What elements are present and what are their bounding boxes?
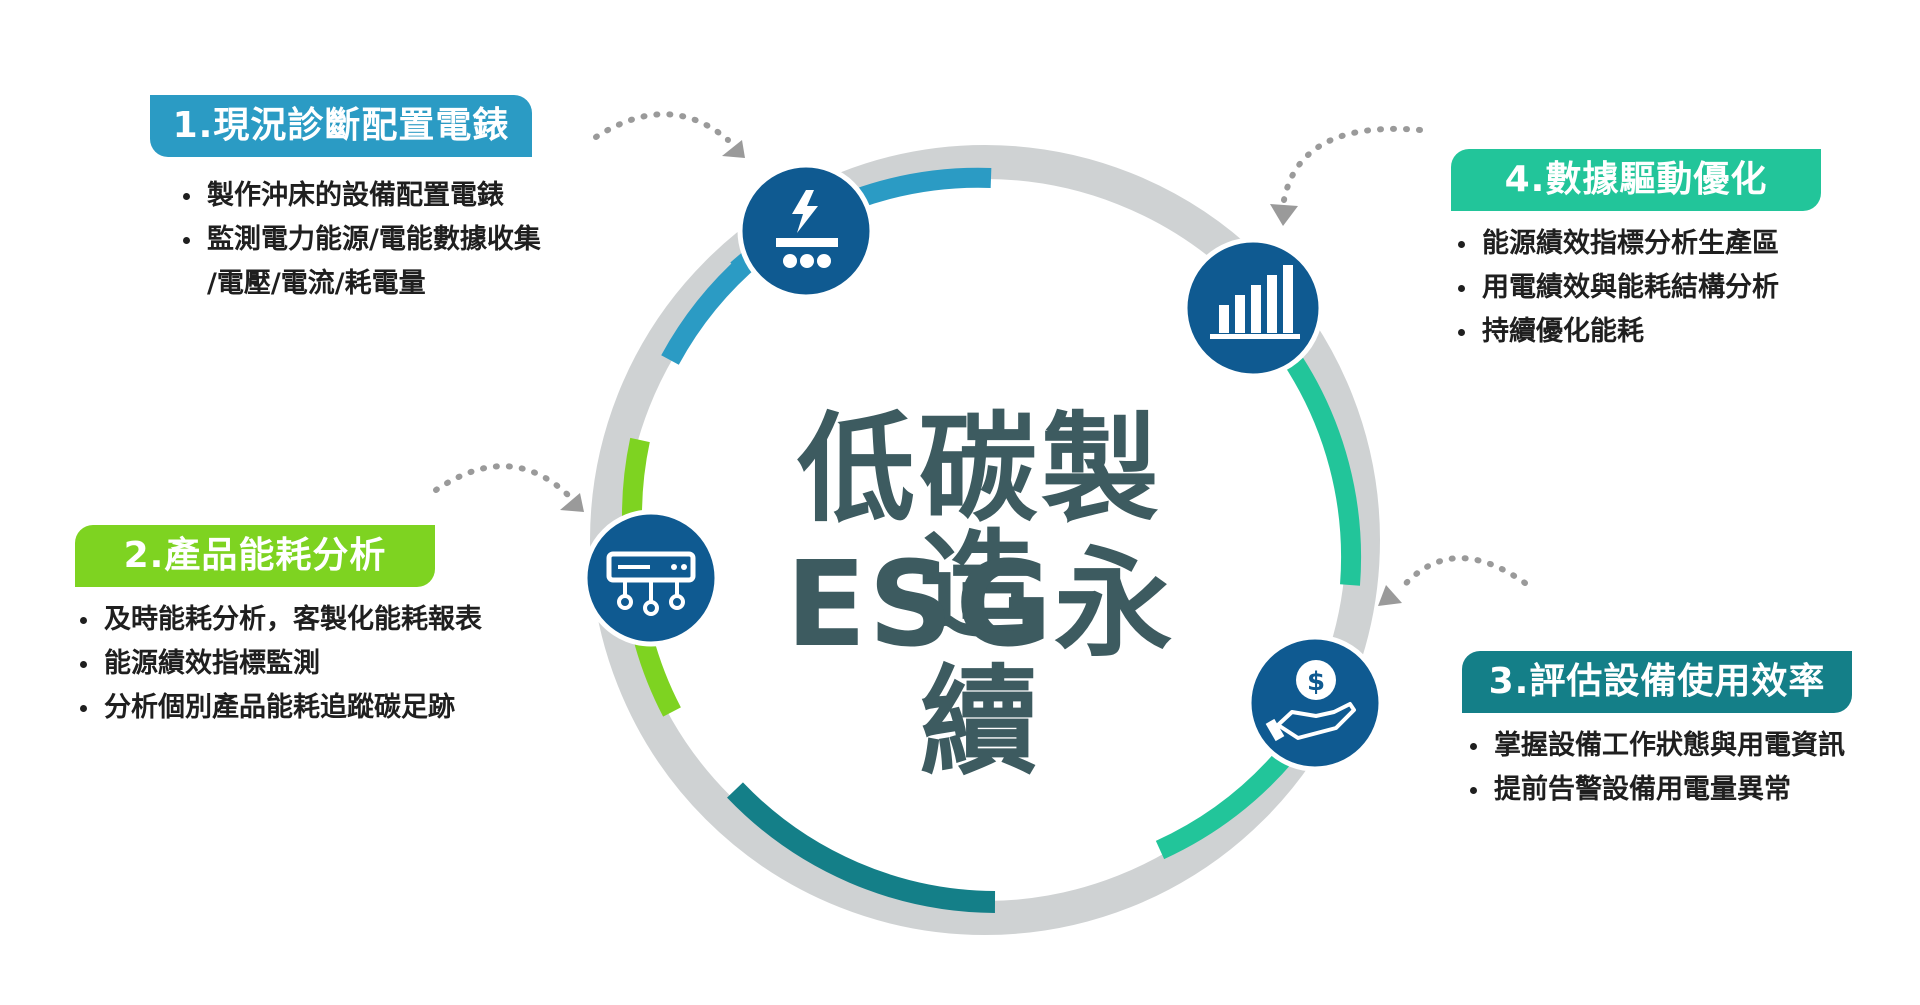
bullet-dot — [183, 237, 190, 244]
bullet-dot — [80, 661, 87, 668]
bar-chart-icon — [1182, 237, 1324, 379]
bullet-text: /電壓/電流/耗電量 — [207, 268, 426, 299]
list-item: 能源績效指標分析生產區 — [1458, 222, 1779, 266]
bullet-text: 掌握設備工作狀態與用電資訊 — [1494, 730, 1845, 761]
list-item-continuation: /電壓/電流/耗電量 — [183, 262, 541, 306]
bullet-text: 提前告警設備用電量異常 — [1494, 774, 1791, 805]
hand-dollar-icon: $ — [1246, 634, 1384, 772]
center-title-line2: ESG永續 — [785, 535, 1175, 791]
center-title-line1: 低碳製造 — [796, 400, 1163, 656]
bullet-dot — [1458, 285, 1465, 292]
dotted-arrow-step3 — [1378, 555, 1528, 606]
bullet-dot — [1470, 787, 1477, 794]
dotted-arrow-step2 — [433, 463, 584, 512]
step2-list: 及時能耗分析，客製化能耗報表 能源績效指標監測 分析個別產品能耗追蹤碳足跡 — [80, 598, 482, 730]
list-item: 監測電力能源/電能數據收集 — [183, 218, 541, 262]
arc-step3 — [1155, 743, 1298, 860]
step1-title: 1.現況診斷配置電錶 — [150, 95, 532, 157]
step3-title: 3.評估設備使用效率 — [1462, 651, 1852, 713]
arc-step4 — [1281, 350, 1362, 586]
bullet-text: 能源績效指標監測 — [104, 648, 320, 679]
bullet-dot — [1458, 241, 1465, 248]
arc-step2-upper — [621, 437, 650, 521]
dotted-arrow-step4 — [1270, 125, 1423, 226]
bullet-text: 製作沖床的設備配置電錶 — [207, 180, 504, 211]
bullet-dot — [1458, 329, 1465, 336]
list-item: 提前告警設備用電量異常 — [1470, 768, 1845, 812]
list-item: 持續優化能耗 — [1458, 310, 1779, 354]
step2-title: 2.產品能耗分析 — [75, 525, 435, 587]
bullet-dot — [80, 705, 87, 712]
bullet-text: 監測電力能源/電能數據收集 — [207, 224, 541, 255]
bullet-text: 持續優化能耗 — [1482, 316, 1644, 347]
bullet-text: 能源績效指標分析生產區 — [1482, 228, 1779, 259]
bullet-text: 及時能耗分析，客製化能耗報表 — [104, 604, 482, 635]
machine-power-icon — [737, 162, 875, 300]
dotted-arrow-step1 — [593, 111, 745, 158]
bullet-dot — [1470, 743, 1477, 750]
bullet-dot — [183, 193, 190, 200]
step4-title: 4.數據驅動優化 — [1451, 149, 1821, 211]
step3-list: 掌握設備工作狀態與用電資訊 提前告警設備用電量異常 — [1470, 724, 1845, 812]
list-item: 掌握設備工作狀態與用電資訊 — [1470, 724, 1845, 768]
list-item: 分析個別產品能耗追蹤碳足跡 — [80, 686, 482, 730]
list-item: 用電績效與能耗結構分析 — [1458, 266, 1779, 310]
bullet-text: 分析個別產品能耗追蹤碳足跡 — [104, 692, 455, 723]
bullet-dot — [80, 617, 87, 624]
list-item: 及時能耗分析，客製化能耗報表 — [80, 598, 482, 642]
bullet-text: 用電績效與能耗結構分析 — [1482, 272, 1779, 303]
list-item: 能源績效指標監測 — [80, 642, 482, 686]
network-server-icon — [582, 509, 720, 647]
svg-text:$: $ — [1307, 667, 1325, 697]
arc-bottom — [727, 782, 996, 913]
list-item: 製作沖床的設備配置電錶 — [183, 174, 541, 218]
step4-list: 能源績效指標分析生產區 用電績效與能耗結構分析 持續優化能耗 — [1458, 222, 1779, 354]
step1-list: 製作沖床的設備配置電錶 監測電力能源/電能數據收集 /電壓/電流/耗電量 — [183, 174, 541, 306]
